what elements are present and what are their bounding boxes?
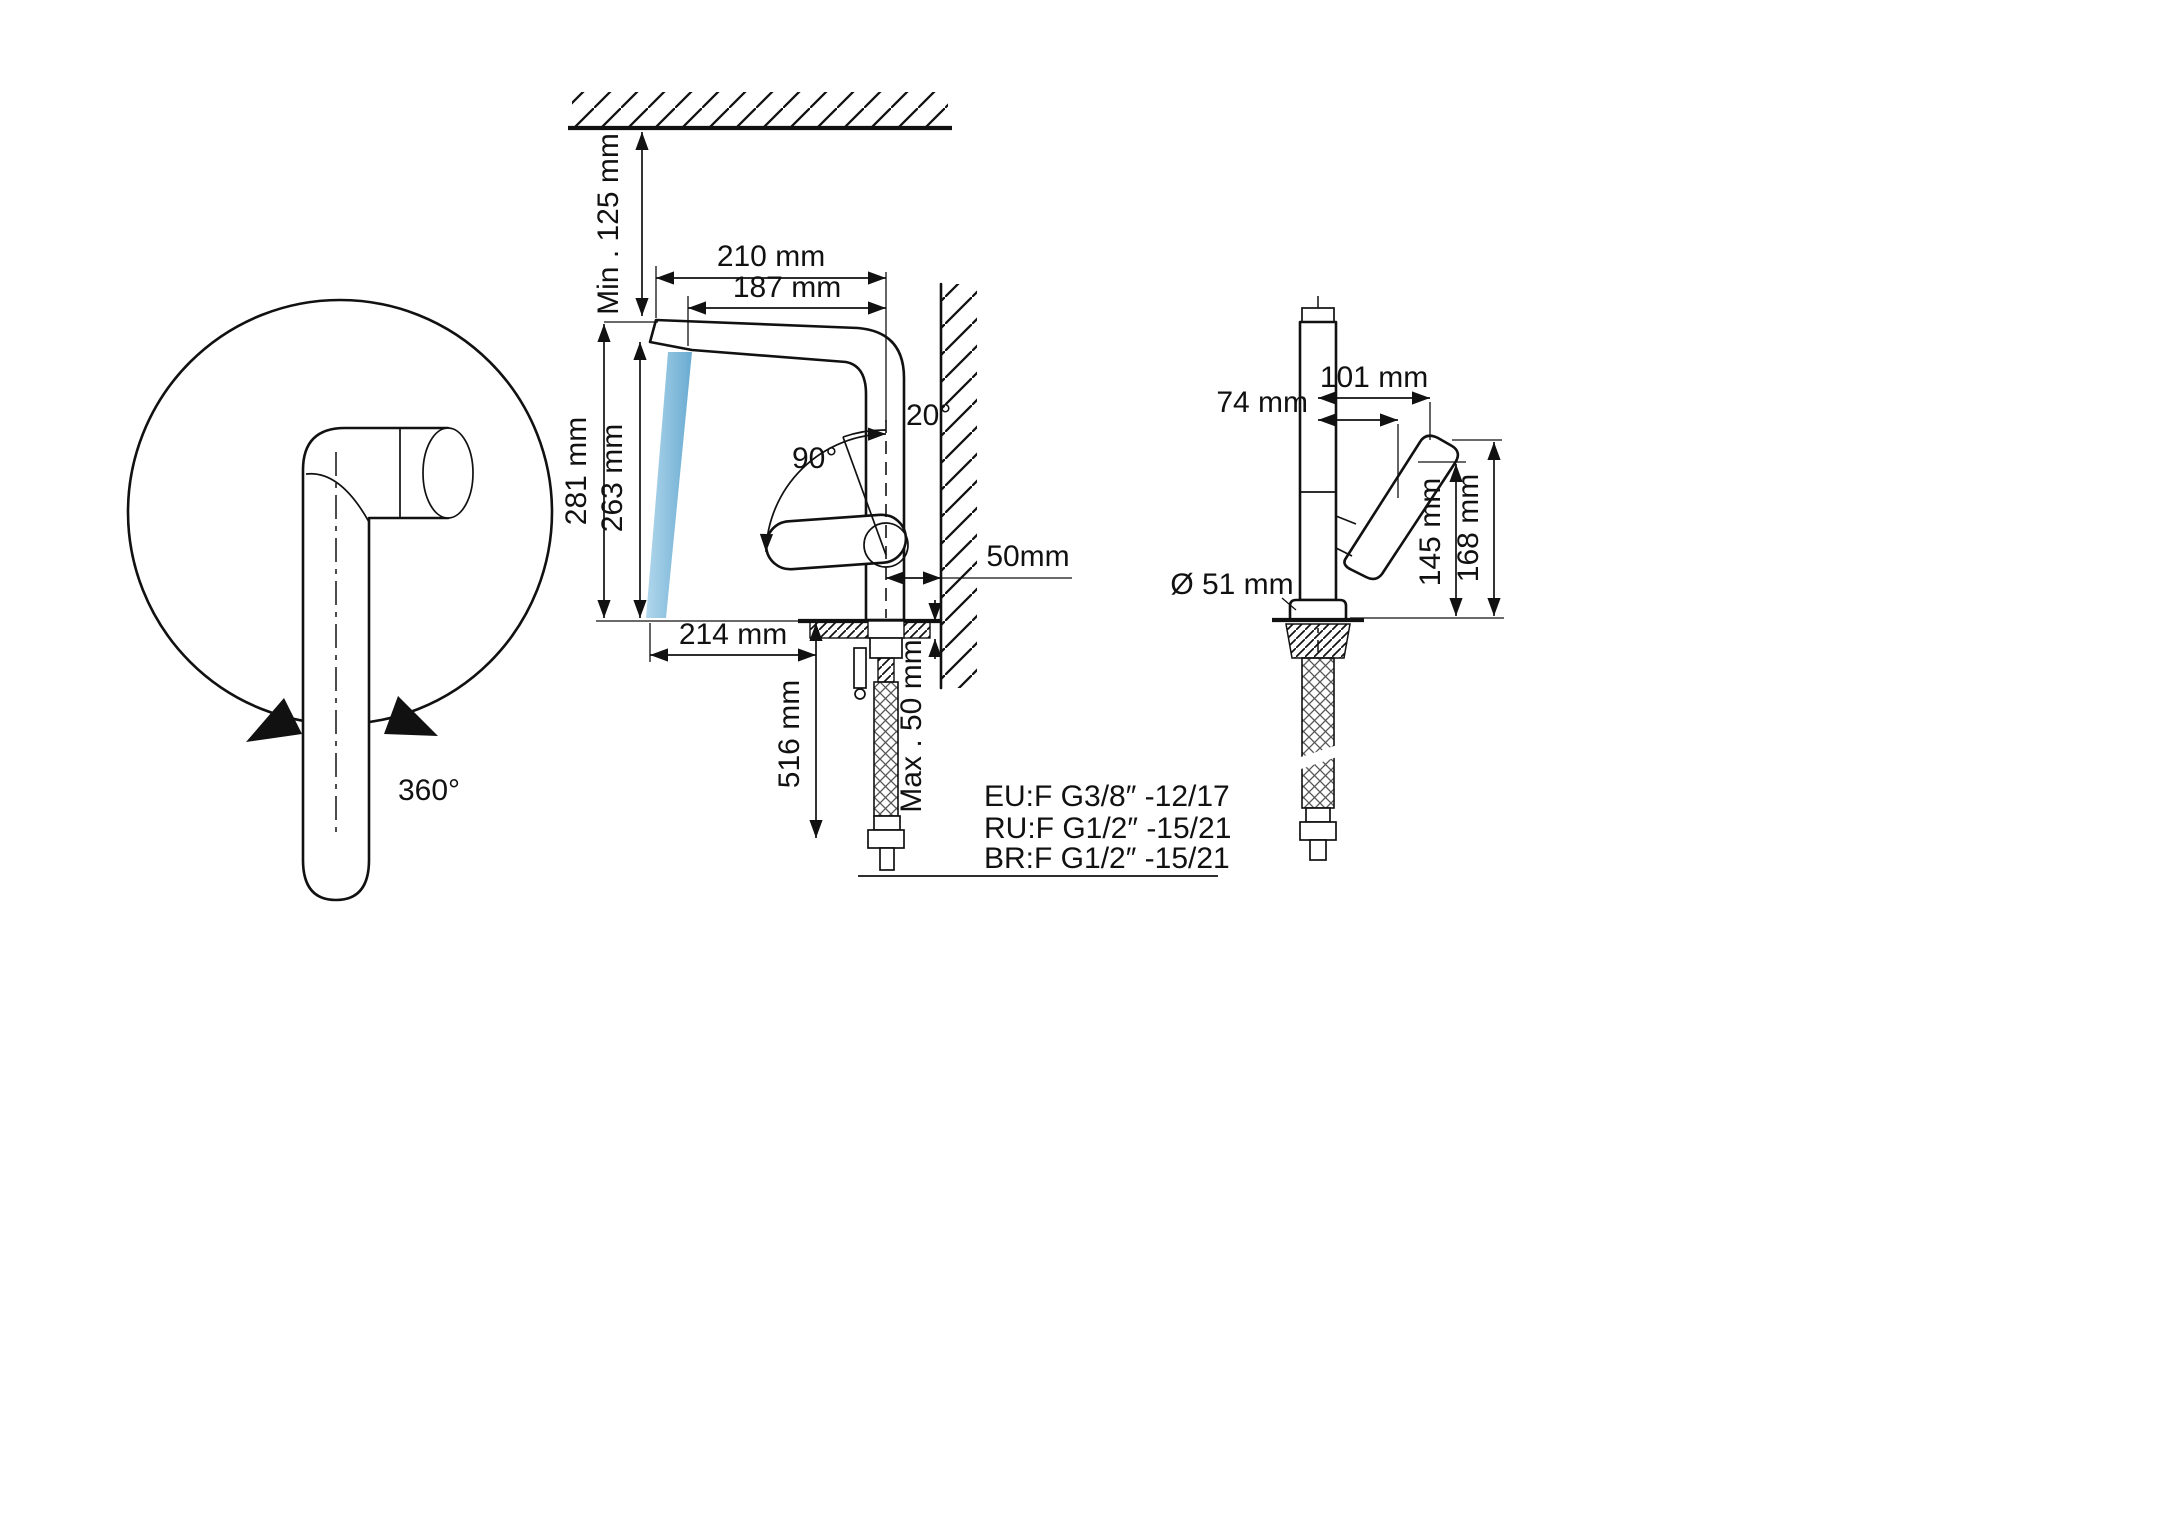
dim-263-label: 263 mm [596, 424, 629, 532]
handle-neck-bottom [1335, 547, 1353, 557]
stud-tip [854, 688, 866, 700]
dim-max50-label: Max . 50 mm [895, 639, 928, 812]
front-view: 101 mm 74 mm 145 mm 168 mm Ø 51 mm [1170, 296, 1504, 861]
dim-diameter-label: Ø 51 mm [1170, 568, 1293, 601]
aerator-end-cap [422, 427, 474, 519]
spout-tip-face [649, 319, 657, 343]
rotation-arrow-left-icon [246, 698, 302, 742]
ceiling-hatch [572, 92, 948, 126]
water-stream [646, 352, 692, 618]
faucet-top-outline [301, 426, 450, 902]
rotation-arrow-right-icon [384, 696, 438, 736]
fixing-stud [853, 647, 867, 689]
dim-214-label: 214 mm [679, 618, 787, 651]
handle-front-outline [1343, 434, 1460, 581]
dim-145-label: 145 mm [1414, 478, 1447, 586]
dim-187-label: 187 mm [733, 271, 841, 304]
base-flange [1288, 598, 1348, 622]
dim-281-label: 281 mm [560, 417, 593, 525]
dim-50mm-label: 50mm [986, 540, 1069, 573]
deck-stud-pass [867, 620, 905, 639]
hose-nut [867, 829, 905, 849]
lift-angle-arc [759, 427, 887, 553]
connection-spec-ru: RU:F G1/2″ -15/21 [984, 812, 1231, 845]
mounting-nut [1285, 623, 1351, 659]
threaded-shank [877, 657, 895, 683]
swivel-angle-label: 360° [398, 774, 460, 807]
hose-tail-front [1309, 839, 1327, 861]
hose-ferrule [873, 815, 901, 831]
hose-break-mark [1298, 744, 1340, 770]
hose-tail [879, 847, 895, 871]
diameter-leader [1281, 597, 1297, 611]
dim-210-label: 210 mm [717, 240, 825, 273]
wall-hatch [941, 284, 977, 688]
supply-hose [873, 681, 899, 817]
connection-spec-br: BR:F G1/2″ -15/21 [984, 842, 1230, 875]
side-view: Min . 125 mm 20° 90° 210 mm 187 mm 281 m… [560, 92, 1231, 877]
dim-101-label: 101 mm [1320, 361, 1428, 394]
handle-neck-top [1335, 515, 1357, 525]
dim-516-label: 516 mm [773, 680, 806, 788]
dim-168-label: 168 mm [1452, 474, 1485, 582]
dim-min-125-label: Min . 125 mm [592, 133, 625, 315]
connection-spec-eu: EU:F G3/8″ -12/17 [984, 780, 1230, 813]
hose-ferrule-front [1305, 807, 1331, 823]
handle-side-outline [764, 513, 908, 571]
braided-hose [1301, 657, 1335, 809]
dim-74-label: 74 mm [1216, 386, 1308, 419]
hose-nut-front [1299, 821, 1337, 841]
elbow-inner-curve [305, 472, 370, 523]
aerator-cap [1301, 307, 1335, 323]
top-view: 360° [126, 298, 554, 902]
lift-angle-label: 90° [792, 442, 837, 475]
